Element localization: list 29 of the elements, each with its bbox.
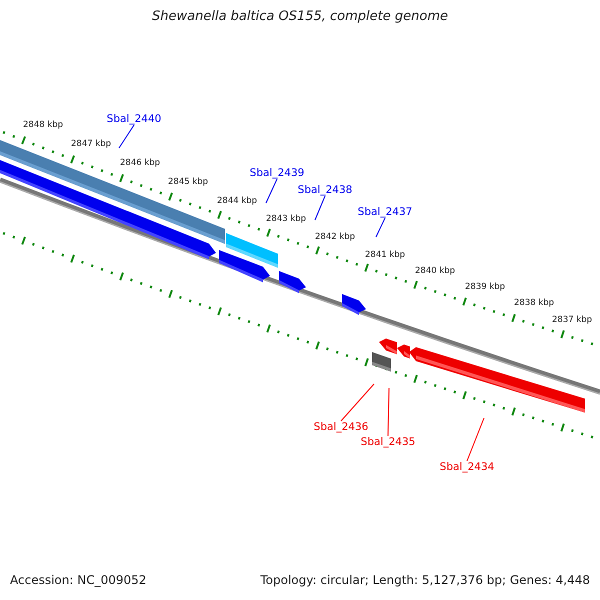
scale-label: 2839 kbp [465, 283, 506, 293]
gene-label: Sbal_2437 [358, 206, 412, 218]
leader-line [388, 388, 390, 436]
gene-label: Sbal_2440 [106, 113, 162, 126]
scale-label: 2842 kbp [315, 233, 356, 243]
genome-summary-text: Topology: circular; Length: 5,127,376 bp; Genes: 4,448 [260, 574, 590, 588]
scale-label: 2848 kbp [23, 121, 64, 131]
title: Shewanella baltica OS155, complete genome [152, 10, 448, 25]
gene-label: Sbal_2436 [314, 421, 368, 434]
gene-label: Sbal_2438 [298, 184, 352, 196]
leader-line [266, 178, 278, 204]
gene-label: Sbal_2435 [360, 436, 416, 448]
accession-text: Accession: NC_009052 [10, 574, 146, 588]
leader-line [118, 124, 134, 148]
scale-label: 2838 kbp [514, 299, 554, 309]
scale-label: 2843 kbp [266, 215, 306, 225]
leader-line [340, 384, 374, 422]
scale-label: 2847 kbp [71, 140, 112, 150]
gene-label: Sbal_2434 [440, 461, 494, 474]
scale-label: 2837 kbp [552, 316, 592, 326]
scale-label: 2840 kbp [415, 267, 456, 277]
scale-label: 2844 kbp [217, 197, 258, 207]
scale-label: 2841 kbp [365, 251, 406, 261]
leader-line [376, 218, 386, 238]
gene-label: Sbal_2439 [250, 167, 304, 180]
scale-label: 2846 kbp [120, 159, 160, 169]
leader-line [466, 418, 484, 462]
leader-line [314, 196, 326, 220]
scale-label: 2845 kbp [168, 178, 208, 188]
